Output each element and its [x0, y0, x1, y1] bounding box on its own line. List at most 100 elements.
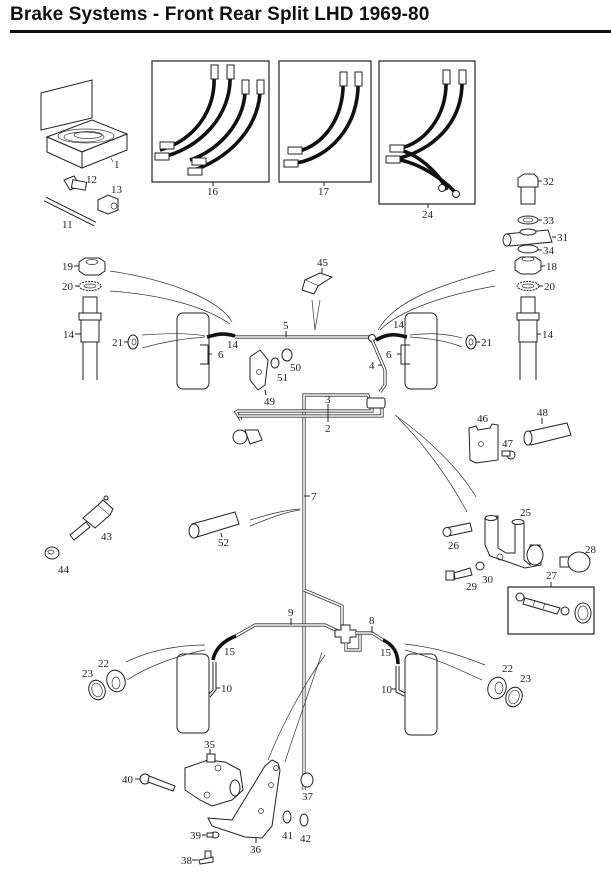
- part-22-left-hub[interactable]: [104, 644, 206, 694]
- callout-24: 24: [422, 209, 434, 221]
- part-35-valve[interactable]: [184, 749, 244, 807]
- part-39-screw[interactable]: [202, 831, 220, 839]
- callout-48: 48: [537, 407, 549, 419]
- callout-26: 26: [448, 540, 460, 552]
- part-40-bolt[interactable]: [135, 773, 176, 792]
- part-23-left-seal[interactable]: [86, 678, 108, 702]
- part-48-sleeve[interactable]: [523, 418, 572, 446]
- part-42-washer[interactable]: [299, 813, 309, 827]
- part-1-pipe-kit-box[interactable]: [40, 79, 129, 169]
- master-cylinder: [232, 429, 263, 445]
- part-4-pipe[interactable]: [370, 339, 387, 393]
- part-30-washer[interactable]: [475, 561, 485, 571]
- callout-21-right: 21: [481, 337, 492, 349]
- part-51-washer[interactable]: [270, 357, 280, 369]
- callout-49: 49: [264, 396, 276, 408]
- part-16-hose-set-box[interactable]: [151, 60, 270, 186]
- callout-37: 37: [302, 791, 314, 803]
- callout-4: 4: [369, 360, 375, 372]
- callout-42: 42: [300, 833, 311, 845]
- callout-47: 47: [502, 438, 514, 450]
- callout-46: 46: [477, 413, 489, 425]
- pressure-switch-block: [366, 397, 386, 409]
- part-24-hose-set-box[interactable]: [378, 60, 476, 208]
- part-14-right-hose-end[interactable]: [516, 296, 541, 380]
- part-22-right-hub[interactable]: [404, 643, 509, 701]
- part-19-nut[interactable]: [74, 257, 106, 276]
- part-52-sleeve[interactable]: [188, 508, 301, 539]
- callout-22-right: 22: [502, 663, 513, 675]
- callout-31: 31: [557, 232, 568, 244]
- part-13-union[interactable]: [97, 194, 119, 215]
- part-45-clip[interactable]: [301, 268, 334, 331]
- part-50-grommet[interactable]: [281, 348, 293, 362]
- callout-6-left: 6: [218, 349, 224, 361]
- callout-3: 3: [325, 394, 331, 406]
- callout-16: 16: [207, 186, 219, 198]
- callout-18: 18: [546, 261, 558, 273]
- callout-14-right-line: 14: [393, 319, 405, 331]
- part-9-rear-pipe[interactable]: [235, 618, 341, 638]
- callout-32: 32: [543, 176, 554, 188]
- callout-30: 30: [482, 574, 494, 586]
- part-23-right-seal[interactable]: [503, 685, 525, 709]
- callout-23-left: 23: [82, 668, 94, 680]
- callout-35: 35: [204, 739, 216, 751]
- part-8-rear-pipe[interactable]: [356, 626, 384, 642]
- part-12-bolt[interactable]: [63, 175, 88, 191]
- part-10-left-pipe[interactable]: [208, 662, 220, 698]
- callout-25: 25: [520, 507, 532, 519]
- part-34-washer[interactable]: [517, 244, 542, 254]
- callout-39: 39: [190, 830, 202, 842]
- title-underline: [10, 30, 611, 33]
- part-20-right-washer[interactable]: [516, 281, 543, 291]
- callout-52: 52: [218, 537, 229, 549]
- part-21-right-seal[interactable]: [409, 333, 480, 350]
- part-26-fitting[interactable]: [442, 522, 473, 537]
- callout-7: 7: [311, 491, 317, 503]
- part-14-front-hoses[interactable]: [206, 332, 408, 342]
- part-2-pipe[interactable]: [233, 404, 384, 422]
- part-15-right-hose[interactable]: [382, 638, 400, 665]
- part-41-washer[interactable]: [282, 810, 292, 824]
- part-46-bracket[interactable]: [468, 423, 499, 464]
- callout-20-left: 20: [62, 281, 74, 293]
- part-25-pressure-valve[interactable]: [484, 515, 544, 569]
- part-6-left-bracket[interactable]: [200, 344, 212, 365]
- part-18-nut[interactable]: [514, 256, 545, 275]
- part-27-valve-kit-box[interactable]: [507, 582, 595, 635]
- part-11-pipe[interactable]: [43, 196, 97, 227]
- part-33-washer[interactable]: [517, 215, 542, 225]
- part-31-banjo[interactable]: [502, 228, 556, 247]
- part-21-left-seal[interactable]: [124, 333, 206, 350]
- rear-right-wheel: [404, 653, 438, 736]
- callout-5: 5: [283, 320, 289, 332]
- callout-36: 36: [250, 844, 262, 856]
- part-6-right-bracket[interactable]: [397, 344, 410, 365]
- part-5-front-pipe[interactable]: [235, 331, 372, 339]
- part-10-right-pipe[interactable]: [392, 666, 406, 697]
- callout-45: 45: [317, 257, 329, 269]
- callout-44: 44: [58, 564, 70, 576]
- part-37-cap[interactable]: [300, 772, 314, 788]
- part-7-pipe[interactable]: [303, 588, 344, 628]
- part-29-bolt[interactable]: [445, 567, 473, 581]
- part-14-left-hose-end[interactable]: [75, 296, 102, 380]
- rear-t-piece: [334, 624, 362, 652]
- part-49-plate[interactable]: [249, 349, 269, 396]
- part-20-left-washer[interactable]: [75, 281, 102, 291]
- part-44-nut[interactable]: [44, 546, 60, 560]
- part-28-plug[interactable]: [559, 551, 591, 573]
- part-36-bracket[interactable]: [207, 759, 281, 843]
- part-17-hose-set-box[interactable]: [278, 60, 372, 186]
- callout-21-left: 21: [112, 337, 123, 349]
- part-15-left-hose[interactable]: [211, 634, 237, 661]
- callout-40: 40: [122, 774, 134, 786]
- part-32-bolt[interactable]: [517, 173, 542, 205]
- part-38-bolt[interactable]: [192, 850, 214, 865]
- part-47-screw[interactable]: [501, 450, 516, 460]
- callout-22-left: 22: [98, 658, 109, 670]
- callout-12: 12: [86, 174, 97, 186]
- callout-1: 1: [114, 159, 120, 171]
- part-43-switch[interactable]: [69, 495, 114, 541]
